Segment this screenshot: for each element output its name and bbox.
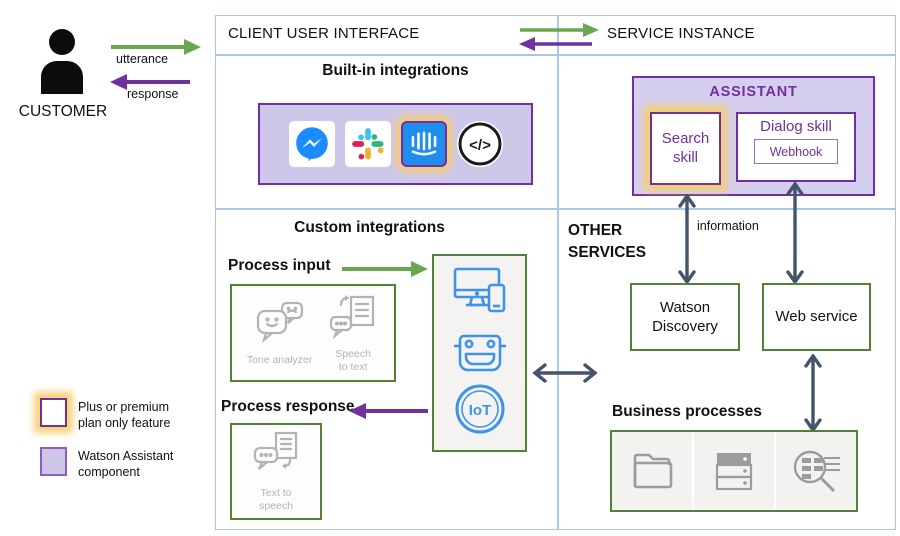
utterance-arrow-icon — [108, 38, 203, 61]
header-response-arrow-icon — [518, 36, 594, 56]
legend-watson-label: Watson Assistant component — [78, 449, 174, 480]
text-to-speech-box: Text to speech — [230, 423, 322, 520]
svg-text:</>: </> — [469, 137, 491, 154]
legend-premium-swatch — [40, 398, 67, 427]
speech-to-text-group: Speech to text — [327, 293, 379, 373]
custom-code-icon: </> — [456, 121, 503, 167]
built-in-integrations-title: Built-in integrations — [322, 62, 469, 79]
intercom-icon — [400, 121, 447, 167]
process-input-label: Process input — [228, 257, 331, 274]
other-services-title: OTHER SERVICES — [568, 222, 647, 261]
facebook-messenger-icon — [288, 121, 335, 167]
search-skill-box: Search skill — [650, 112, 721, 185]
header-request-arrow-icon — [518, 22, 600, 42]
service-instance-header: SERVICE INSTANCE — [607, 25, 755, 42]
tone-analyzer-group: Tone analyzer — [247, 299, 312, 367]
custom-integrations-title: Custom integrations — [294, 219, 445, 236]
client-devices-box: IoT — [432, 254, 527, 452]
web-service-box: Web service — [762, 283, 871, 351]
devices-services-arrow-icon — [532, 363, 598, 388]
robot-icon — [452, 328, 508, 377]
webservice-business-arrow-icon — [804, 353, 822, 437]
slack-icon — [344, 121, 391, 167]
information-label: information — [697, 219, 759, 233]
server-icon — [694, 432, 774, 510]
process-response-arrow-icon — [347, 402, 430, 425]
search-discovery-arrow-icon — [678, 193, 696, 289]
business-processes-title: Business processes — [612, 403, 762, 420]
speech-to-text-label: Speech to text — [335, 347, 371, 373]
input-services-box: Tone analyzer Speech to text — [230, 284, 396, 382]
text-to-speech-icon — [250, 430, 302, 485]
legend-watson-swatch — [40, 447, 67, 476]
text-to-speech-label: Text to speech — [259, 487, 293, 512]
header-divider — [215, 54, 896, 56]
response-label: response — [127, 87, 179, 101]
customer-person-icon — [33, 28, 91, 103]
vertical-divider — [557, 15, 559, 530]
webhook-box: Webhook — [754, 139, 838, 164]
dialog-skill-label: Dialog skill — [760, 118, 832, 135]
speech-to-text-icon — [327, 293, 379, 346]
process-response-label: Process response — [221, 398, 355, 415]
business-processes-box — [610, 430, 858, 512]
diagram-frame — [215, 15, 896, 530]
devices-icon — [449, 265, 511, 322]
text-to-speech-group: Text to speech — [250, 430, 302, 512]
built-in-integrations-box: </> — [258, 103, 533, 185]
folder-icon — [612, 432, 692, 510]
tone-analyzer-icon — [252, 299, 308, 352]
process-input-arrow-icon — [340, 260, 430, 283]
client-user-interface-header: CLIENT USER INTERFACE — [228, 25, 420, 42]
iot-icon: IoT — [453, 382, 507, 441]
customer-label: CUSTOMER — [18, 103, 108, 120]
data-search-icon — [776, 432, 856, 510]
legend-premium-label: Plus or premium plan only feature — [78, 400, 171, 431]
utterance-label: utterance — [116, 52, 169, 66]
webhook-webservice-arrow-icon — [786, 181, 804, 289]
response-arrow-icon — [108, 73, 193, 96]
watson-discovery-box: Watson Discovery — [630, 283, 740, 351]
svg-text:IoT: IoT — [468, 402, 491, 419]
tone-analyzer-label: Tone analyzer — [246, 354, 313, 367]
dialog-skill-box: Dialog skill Webhook — [736, 112, 856, 182]
middle-divider — [215, 208, 896, 210]
assistant-title: ASSISTANT — [709, 84, 798, 100]
